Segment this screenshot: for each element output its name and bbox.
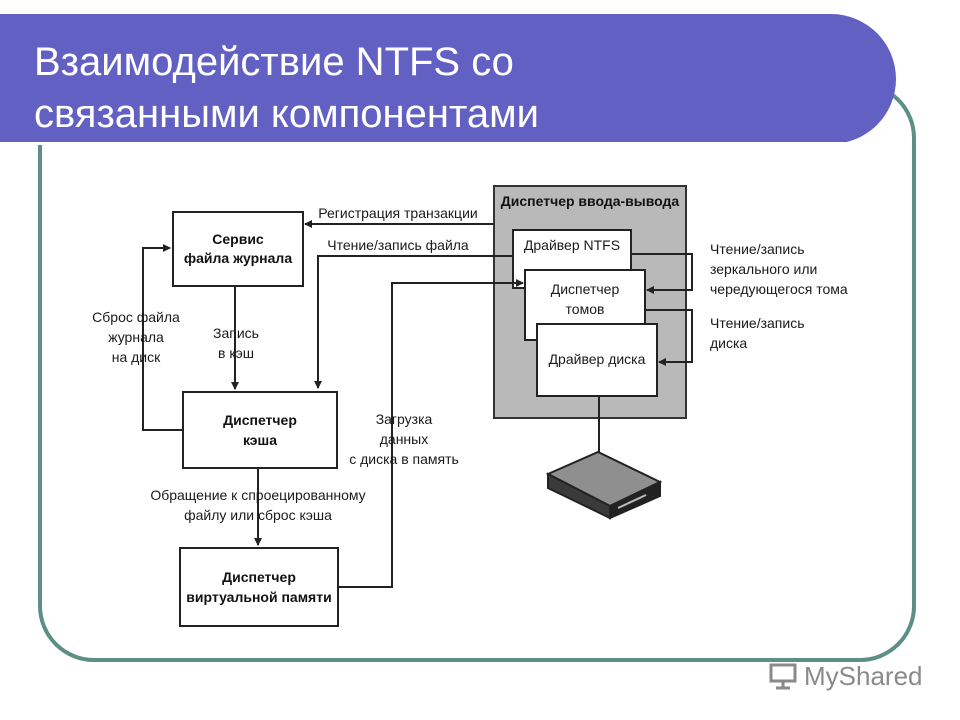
label-flush-log-2: журнала bbox=[108, 329, 164, 345]
label-write-cache-2: в кэш bbox=[218, 345, 254, 361]
volume-manager-label-2: томов bbox=[566, 301, 605, 317]
log-service-box bbox=[172, 211, 304, 287]
ntfs-driver-label: Драйвер NTFS bbox=[524, 237, 620, 253]
title-banner: Взаимодействие NTFS со связанными компон… bbox=[0, 14, 896, 145]
slide-title: Взаимодействие NTFS со связанными компон… bbox=[34, 36, 854, 140]
disk-driver-label: Драйвер диска bbox=[549, 351, 646, 367]
arrow-flush-log bbox=[142, 244, 183, 431]
cache-manager-label-1: Диспетчер bbox=[223, 412, 297, 428]
label-disk-rw-1: Чтение/запись bbox=[710, 315, 805, 331]
arrow-file-rw bbox=[314, 255, 513, 389]
arrow-mirror-rw bbox=[631, 253, 693, 294]
title-line-1: Взаимодействие NTFS со bbox=[34, 40, 514, 84]
label-load-data-1: Загрузка bbox=[376, 411, 433, 427]
arrow-disk-rw bbox=[645, 309, 693, 366]
label-mirror-rw-3: чередующегося тома bbox=[710, 281, 848, 297]
label-load-data-2: данных bbox=[380, 431, 428, 447]
title-line-2: связанными компонентами bbox=[34, 92, 539, 136]
volume-manager-label-1: Диспетчер bbox=[551, 281, 620, 297]
cache-manager-label-2: кэша bbox=[243, 432, 277, 448]
label-mirror-rw-1: Чтение/запись bbox=[710, 241, 805, 257]
label-flush-log-3: на диск bbox=[112, 349, 161, 365]
watermark: MyShared bbox=[768, 658, 923, 694]
label-disk-rw-2: диска bbox=[710, 335, 747, 351]
vm-manager-label-2: виртуальной памяти bbox=[186, 589, 331, 605]
title-underline bbox=[0, 142, 846, 145]
label-mapped-access-2: файлу или сброс кэша bbox=[184, 507, 332, 523]
arrow-load-data bbox=[338, 279, 524, 588]
label-file-rw: Чтение/запись файла bbox=[327, 237, 469, 253]
label-load-data-3: с диска в память bbox=[349, 451, 459, 467]
disk-drive-icon bbox=[545, 450, 663, 520]
vm-manager-label-1: Диспетчер bbox=[222, 569, 296, 585]
io-manager-label: Диспетчер ввода-вывода bbox=[501, 193, 680, 209]
disk-driver-box bbox=[536, 323, 658, 397]
vm-manager-box bbox=[179, 547, 339, 627]
label-write-cache-1: Запись bbox=[213, 325, 259, 341]
label-transaction-log: Регистрация транзакции bbox=[318, 205, 477, 221]
label-mirror-rw-2: зеркального или bbox=[710, 261, 817, 277]
label-mapped-access-1: Обращение к спроецированному bbox=[150, 487, 365, 503]
watermark-text: MyShared bbox=[804, 660, 923, 691]
presentation-board-icon bbox=[769, 663, 797, 690]
label-flush-log-1: Сброс файла bbox=[92, 309, 180, 325]
log-service-label-1: Сервис bbox=[212, 231, 264, 247]
cache-manager-box bbox=[182, 391, 338, 469]
log-service-label-2: файла журнала bbox=[184, 250, 292, 266]
